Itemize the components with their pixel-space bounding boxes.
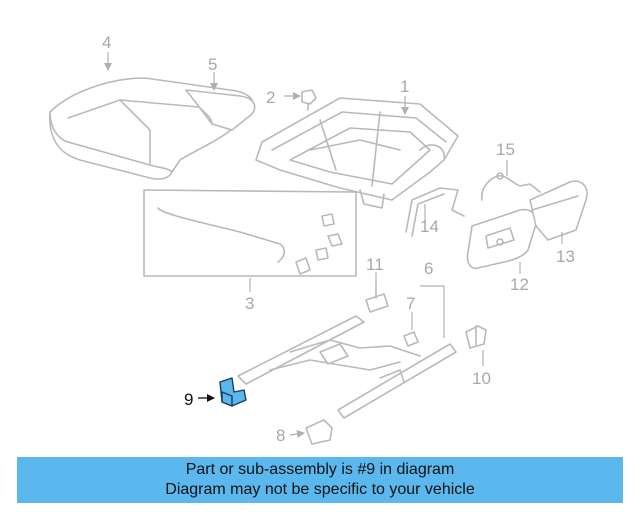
callout-5: 5 <box>208 55 217 74</box>
leader-lines <box>104 52 563 438</box>
part-7-cover[interactable] <box>403 331 419 347</box>
part-10-cover[interactable] <box>465 325 487 349</box>
info-banner: Part or sub-assembly is #9 in diagram Di… <box>17 457 623 503</box>
banner-line-1: Part or sub-assembly is #9 in diagram <box>185 461 455 478</box>
callout-13: 13 <box>556 247 575 266</box>
callout-11: 11 <box>366 255 384 274</box>
part-5-seat-cushion-cover[interactable] <box>185 89 256 131</box>
callout-9-highlighted: 9 <box>184 390 193 409</box>
part-8-bracket[interactable] <box>305 419 333 445</box>
banner-line-2: Diagram may not be specific to your vehi… <box>165 481 475 498</box>
callout-15: 15 <box>496 140 515 159</box>
part-3-spring-kit[interactable] <box>143 189 357 277</box>
part-1-seat-frame[interactable] <box>255 97 459 209</box>
callout-2: 2 <box>266 88 275 107</box>
callout-14: 14 <box>420 217 439 236</box>
callout-8: 8 <box>276 426 285 445</box>
part-15-cable[interactable] <box>480 172 541 201</box>
part-14-spring-wire[interactable] <box>405 187 465 237</box>
part-9-bracket-highlighted[interactable] <box>219 377 247 407</box>
part-12-switch-cover[interactable] <box>466 208 538 270</box>
part-2-clip[interactable] <box>301 89 317 111</box>
callout-6: 6 <box>424 259 433 278</box>
callout-1: 1 <box>400 77 409 96</box>
parts-diagram: 4 5 2 1 15 14 13 12 11 6 3 7 10 8 9 <box>49 33 588 445</box>
part-6-seat-track[interactable] <box>237 315 457 419</box>
callout-3: 3 <box>245 294 254 313</box>
callout-4: 4 <box>102 33 111 52</box>
part-11-bracket[interactable] <box>365 285 389 313</box>
part-4-seat-cushion-pad[interactable] <box>49 77 254 180</box>
callout-10: 10 <box>472 369 491 388</box>
callout-12: 12 <box>510 275 529 294</box>
callout-7: 7 <box>406 294 415 313</box>
